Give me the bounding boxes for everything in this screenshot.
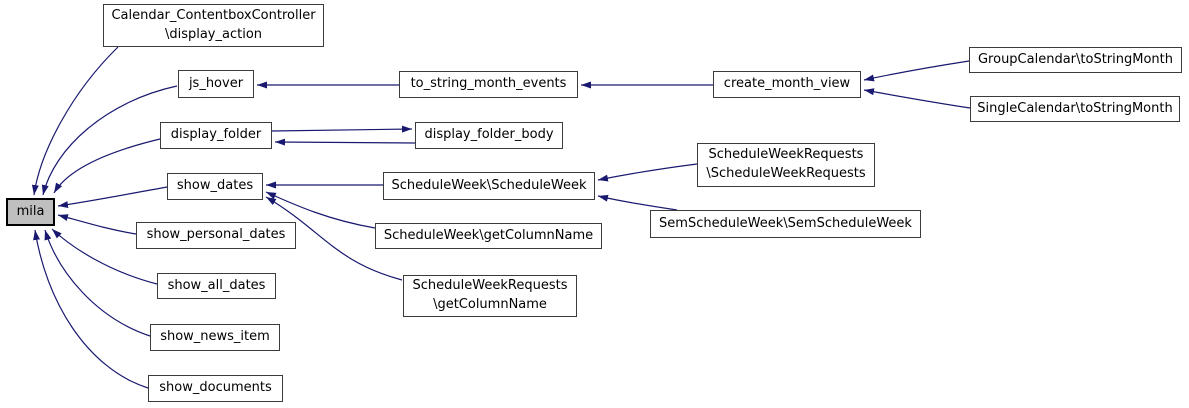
node-scheduleweekrequests-scheduleweekrequests[interactable]: ScheduleWeekRequests \ScheduleWeekReques… [697,143,875,187]
edge-sw_getcolumnname-show_dates [265,191,376,229]
edge-swr_scheduleweekrequests-sw_scheduleweek [597,163,698,182]
edge-display_action-mila [31,46,119,196]
edge-js_hover-mila [41,85,178,196]
edge-group_toStringMonth-create_month_view [863,60,970,82]
edge-show_dates-mila [57,186,168,209]
node-scheduleweekrequests-getcolumnname[interactable]: ScheduleWeekRequests \getColumnName [403,275,577,317]
node-scheduleweek-scheduleweek[interactable]: ScheduleWeek\ScheduleWeek [383,172,595,200]
edge-show_news_item-mila [44,229,151,337]
node-display-folder-body[interactable]: display_folder_body [415,122,563,149]
node-scheduleweek-getcolumnname[interactable]: ScheduleWeek\getColumnName [375,223,602,249]
edge-show_personal_dates-mila [57,214,137,235]
node-groupcalendar-tostringmonth[interactable]: GroupCalendar\toStringMonth [969,47,1182,73]
edge-display_folder_body-display_folder [274,138,416,146]
node-display-folder[interactable]: display_folder [160,122,272,149]
node-show-documents[interactable]: show_documents [148,375,283,402]
edge-sem_semscheduleweek-sw_scheduleweek [597,194,678,211]
node-singlecalendar-tostringmonth[interactable]: SingleCalendar\toStringMonth [970,96,1180,122]
node-calendar-contentboxcontroller-display-action[interactable]: Calendar_ContentboxController \display_a… [103,4,324,47]
node-mila[interactable]: mila [6,198,55,226]
edge-show_all_dates-mila [51,228,158,285]
edge-single_toStringMonth-create_month_view [863,88,971,109]
node-show-news-item[interactable]: show_news_item [150,324,280,351]
node-show-dates[interactable]: show_dates [167,173,263,200]
edge-show_documents-mila [33,229,149,389]
node-show-personal-dates[interactable]: show_personal_dates [136,222,296,249]
node-semscheduleweek-semscheduleweek[interactable]: SemScheduleWeek\SemScheduleWeek [650,210,921,238]
node-create-month-view[interactable]: create_month_view [713,71,861,98]
edge-display_folder-display_folder_body [271,125,413,133]
node-js-hover[interactable]: js_hover [178,70,254,98]
node-to-string-month-events[interactable]: to_string_month_events [399,71,578,98]
node-show-all-dates[interactable]: show_all_dates [157,273,276,299]
edge-swr_getcolumnname-show_dates [265,196,403,281]
edge-display_folder-mila [53,138,161,194]
